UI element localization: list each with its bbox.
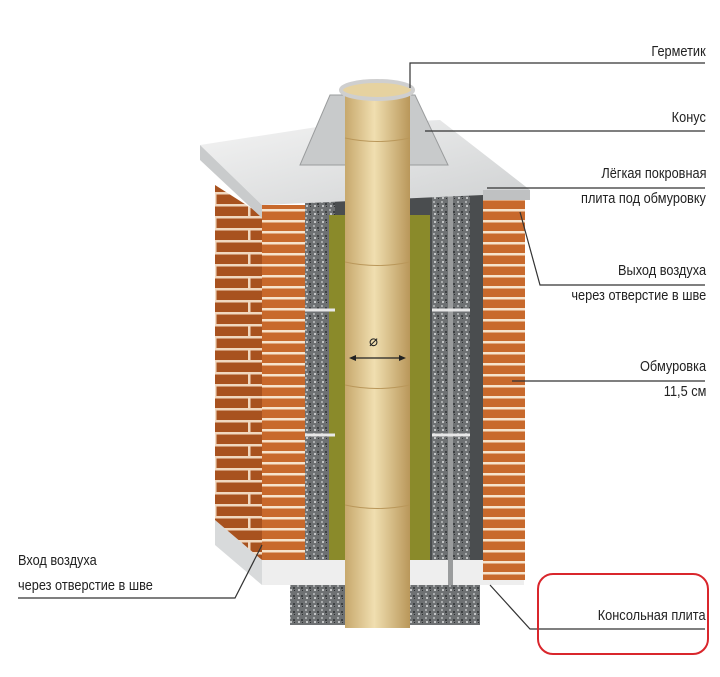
brick-front-right — [483, 195, 525, 580]
olive-layer-left — [329, 215, 347, 560]
brick-side-face — [215, 185, 262, 560]
diameter-symbol: ⌀ — [369, 333, 379, 350]
brick-front-left — [262, 205, 305, 560]
leader-lines — [18, 62, 705, 630]
sealant-ring — [339, 79, 415, 101]
label-air-in-2: через отверстие в шве — [18, 578, 153, 594]
vent-tube — [448, 185, 453, 585]
label-console-plate: Консольная плита — [598, 608, 706, 624]
highlight-box — [537, 573, 709, 655]
label-casing-2: 11,5 см — [663, 384, 706, 400]
label-casing-1: Обмуровка — [639, 359, 706, 375]
label-air-out-1: Выход воздуха — [617, 263, 706, 279]
label-cover-plate-2: плита под обмуровку — [581, 191, 706, 207]
label-cone: Конус — [671, 110, 706, 126]
label-sealant: Герметик — [651, 44, 706, 60]
label-air-in-1: Вход воздуха — [18, 553, 97, 569]
label-air-out-2: через отверстие в шве — [571, 288, 706, 304]
label-cover-plate-1: Лёгкая покровная — [600, 166, 706, 182]
olive-layer-right — [408, 215, 430, 560]
